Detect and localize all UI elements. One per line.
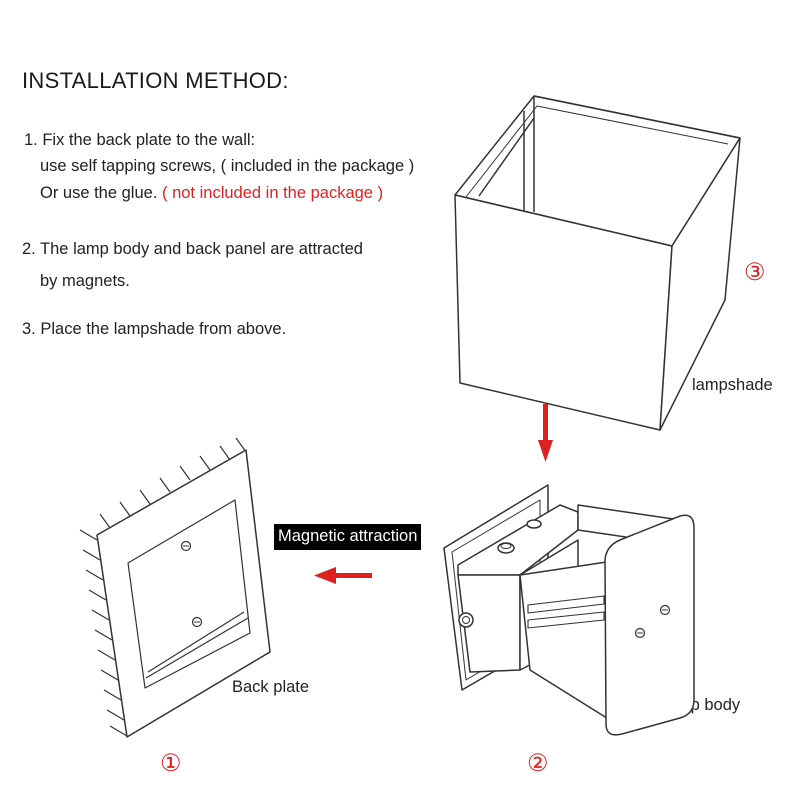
back-plate-drawing [79,437,271,738]
lamp-body-drawing [443,484,695,736]
back-plate-label: Back plate [232,678,310,696]
lampshade-box [454,95,741,431]
step-1-line-2: use self tapping screws, ( included in t… [40,157,415,175]
step-1-glue-text: Or use the glue. [40,184,158,202]
page-title: INSTALLATION METHOD: [22,68,289,93]
step-2-line-2: by magnets. [40,272,130,290]
lampshade-label: lampshade [692,376,773,394]
down-arrow-icon [538,404,553,462]
step-2-line-1: 2. The lamp body and back panel are attr… [22,240,363,258]
wall-hatching [79,437,247,737]
magnetic-attraction-label: Magnetic attraction [274,524,422,550]
marker-1: ① [160,750,182,777]
left-arrow-icon [314,567,372,584]
step-3-line-1: 3. Place the lampshade from above. [22,320,287,338]
step-1-glue-note: ( not included in the package ) [162,184,384,202]
step-1-line-1: 1. Fix the back plate to the wall: [24,131,256,149]
marker-3: ③ [744,259,766,286]
step-1-line-3: Or use the glue. ( not included in the p… [40,185,383,202]
marker-2: ② [527,750,549,777]
